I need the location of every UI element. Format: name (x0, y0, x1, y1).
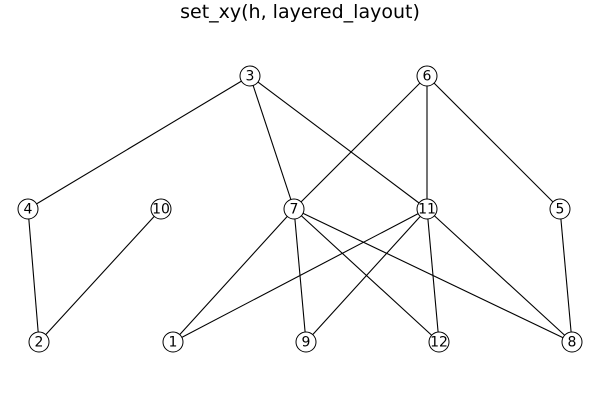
node-circle (239, 65, 261, 87)
node-label: 8 (568, 335, 577, 351)
node-label: 9 (302, 335, 311, 351)
graph-node-5: 5 (549, 198, 571, 220)
graph-node-10: 10 (150, 198, 172, 220)
node-circle (428, 331, 450, 353)
graph-node-1: 1 (162, 331, 184, 353)
edge-5-8 (559, 208, 573, 343)
graph-node-8: 8 (561, 331, 583, 353)
graph-node-7: 7 (283, 198, 305, 220)
node-circle (416, 198, 438, 220)
edge-11-1 (172, 208, 428, 343)
graph-node-12: 12 (428, 331, 450, 353)
edge-6-7 (293, 75, 428, 210)
node-label: 5 (556, 202, 565, 218)
graph-node-4: 4 (17, 198, 39, 220)
figure-title: set_xy(h, layered_layout) (180, 1, 420, 23)
node-circle (150, 198, 172, 220)
node-label: 11 (418, 202, 436, 218)
edge-7-1 (172, 208, 295, 343)
node-circle (416, 65, 438, 87)
edge-10-2 (38, 208, 162, 343)
edge-3-7 (249, 75, 295, 210)
node-circle (561, 331, 583, 353)
edge-11-9 (305, 208, 428, 343)
node-circle (295, 331, 317, 353)
edge-11-8 (426, 208, 573, 343)
node-label: 6 (423, 69, 432, 85)
node-circle (28, 331, 50, 353)
node-circle (17, 198, 39, 220)
edge-3-4 (27, 75, 251, 210)
node-label: 7 (290, 202, 299, 218)
graph-node-3: 3 (239, 65, 261, 87)
node-circle (162, 331, 184, 353)
node-label: 10 (152, 202, 170, 218)
edge-6-5 (426, 75, 561, 210)
node-circle (283, 198, 305, 220)
node-label: 2 (35, 335, 44, 351)
edges-group (27, 75, 573, 343)
node-label: 12 (430, 335, 448, 351)
node-label: 1 (169, 335, 178, 351)
edge-11-12 (426, 208, 440, 343)
node-label: 3 (246, 69, 255, 85)
graph-node-6: 6 (416, 65, 438, 87)
graph-node-2: 2 (28, 331, 50, 353)
edge-4-2 (27, 208, 40, 343)
graph-node-9: 9 (295, 331, 317, 353)
edge-3-11 (249, 75, 428, 210)
node-label: 4 (24, 202, 33, 218)
graph-node-11: 11 (416, 198, 438, 220)
node-circle (549, 198, 571, 220)
